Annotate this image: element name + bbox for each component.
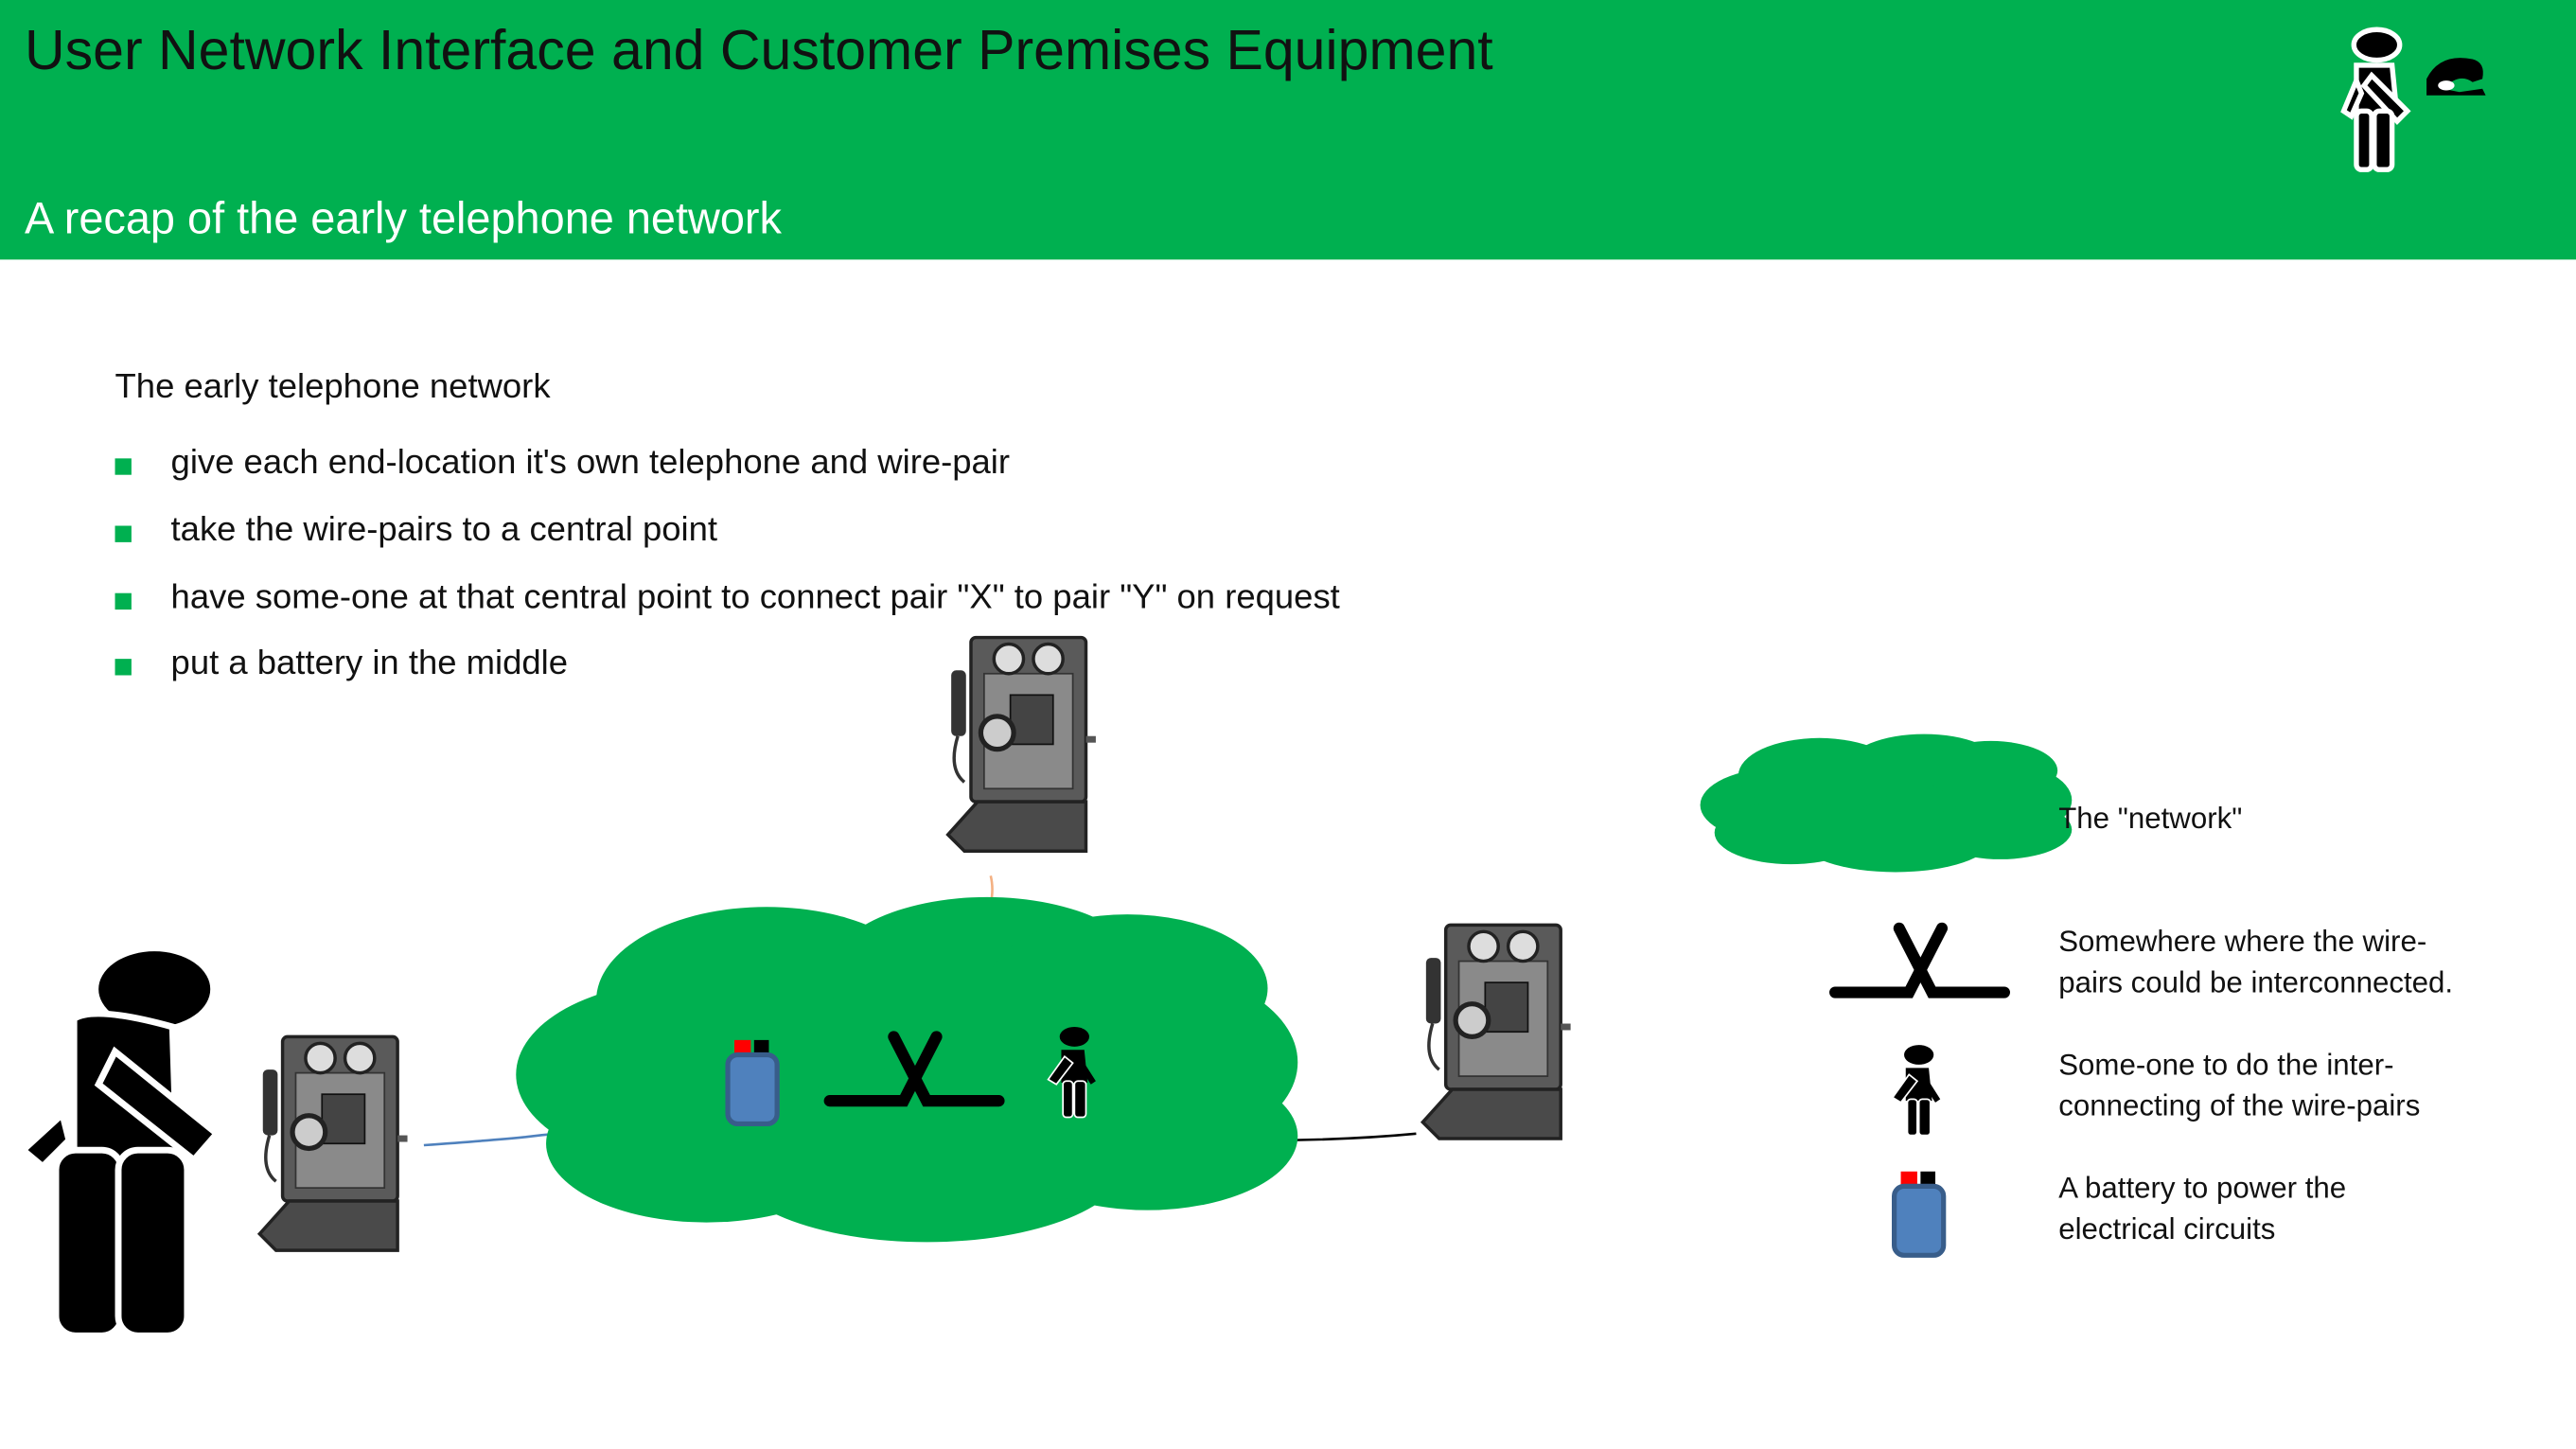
header-banner: User Network Interface and Customer Prem…	[0, 0, 2576, 260]
legend-operator-label: Some-one to do the inter-connecting of t…	[2058, 1048, 2421, 1122]
bullet-square-icon	[115, 458, 132, 475]
legend-switch-x-icon	[1835, 928, 2004, 993]
page-subtitle: A recap of the early telephone network	[25, 193, 782, 243]
page-title: User Network Interface and Customer Prem…	[25, 19, 1493, 82]
bullet-square-icon	[115, 659, 132, 676]
bullet-square-icon	[115, 592, 132, 610]
telephone-top	[948, 638, 1096, 852]
user-person-icon	[18, 945, 222, 1339]
telephone-left	[259, 1036, 407, 1250]
bullet-square-icon	[115, 525, 132, 542]
operator-with-telephone-icon	[2340, 27, 2486, 172]
battery-icon	[728, 1040, 777, 1124]
intro-text: The early telephone network	[115, 367, 551, 406]
legend-operator-icon	[1892, 1044, 1942, 1137]
legend-network-cloud-icon	[1700, 733, 2073, 873]
legend-network-label: The "network"	[2058, 802, 2243, 835]
telephone-right	[1422, 925, 1570, 1139]
legend-switch-label: Somewhere where the wire-pairs could be …	[2058, 925, 2454, 999]
legend-battery-icon	[1895, 1172, 1944, 1256]
